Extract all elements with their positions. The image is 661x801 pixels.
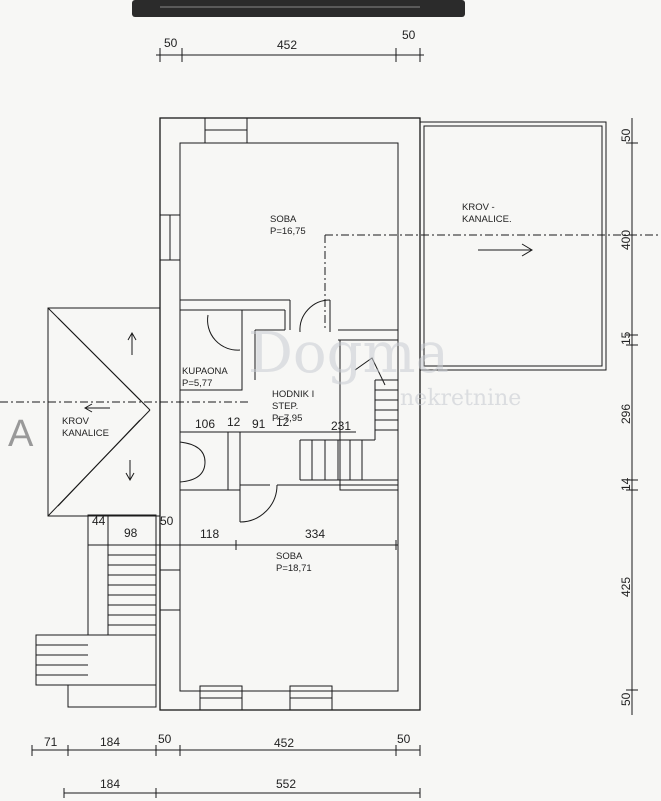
dim-right-3: 15 (619, 331, 633, 345)
dim-bot-50b: 50 (397, 732, 411, 746)
dim-mid-118: 118 (200, 527, 219, 541)
dim-total-184: 184 (100, 777, 120, 791)
dim-right-1: 50 (619, 128, 633, 142)
dim-inner-12a: 12 (227, 415, 241, 429)
room-krov-right-line2: KANALICE. (462, 214, 512, 225)
room-krov-left-line2: KANALICE (62, 428, 109, 439)
top-bar (132, 0, 465, 17)
room-krov-right-line1: KROV - (462, 202, 495, 213)
room-kupaona-area: P=5,77 (182, 378, 212, 389)
dim-inner-231: 231 (331, 419, 351, 433)
dim-right-7: 50 (619, 692, 633, 706)
dim-right-4: 296 (619, 404, 633, 424)
dim-right-5: 14 (619, 477, 633, 491)
dim-inner-91: 91 (252, 417, 266, 431)
room-hodnik-line2: STEP. (272, 401, 298, 412)
room-hodnik-area: P=7,95 (272, 413, 302, 424)
room-soba-bottom-area: P=18,71 (276, 563, 312, 574)
dim-right-6: 425 (619, 577, 633, 597)
room-soba-top-name: SOBA (270, 214, 297, 225)
dim-inner-106: 106 (195, 417, 215, 431)
room-hodnik-line1: HODNIK I (272, 389, 314, 400)
dim-top-mid: 452 (277, 38, 297, 52)
dim-left-44: 44 (92, 514, 106, 528)
dim-right-2: 400 (619, 230, 633, 250)
room-krov-left-line1: KROV (62, 416, 90, 427)
dim-left-98: 98 (124, 526, 138, 540)
dim-inner-12b: 12 (276, 415, 290, 429)
dim-bot-452: 452 (274, 736, 294, 750)
dim-total-552: 552 (276, 777, 296, 791)
watermark-brand: Dogma (248, 321, 449, 386)
room-soba-bottom-name: SOBA (276, 551, 303, 562)
room-soba-top-area: P=16,75 (270, 226, 306, 237)
dim-bot-184: 184 (100, 735, 120, 749)
watermark-sub: nekretnine (400, 386, 521, 411)
room-kupaona-name: KUPAONA (182, 366, 228, 377)
dim-mid-334: 334 (305, 527, 325, 541)
dim-top-right: 50 (402, 28, 416, 42)
dim-bot-50a: 50 (158, 732, 172, 746)
dim-top-left: 50 (164, 36, 178, 50)
section-marker: A (8, 413, 34, 455)
plan-lines (0, 48, 661, 798)
dim-bot-71: 71 (44, 735, 58, 749)
dim-left-50: 50 (160, 514, 174, 528)
